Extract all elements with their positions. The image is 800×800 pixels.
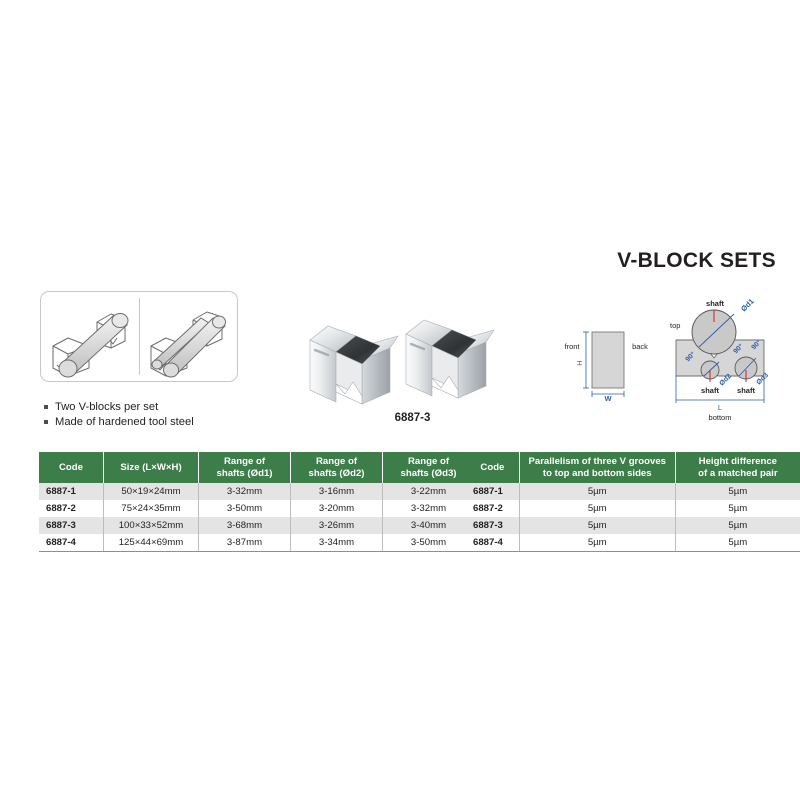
table-row: 6887-1 50×19×24mm 3-32mm 3-16mm 3-22mm [39, 483, 474, 500]
product-photo [309, 319, 495, 405]
list-item: Made of hardened tool steel [44, 415, 194, 430]
shaft-label-left: shaft [701, 386, 719, 395]
table-row: 6887-2 5µm 5µm [466, 500, 800, 517]
specifications-table: Code Size (L×W×H) Range of shafts (Ød1) … [39, 452, 474, 552]
cell-parallelism: 5µm [519, 483, 676, 500]
cell-code: 6887-3 [466, 517, 520, 534]
accuracy-table: Code Parallelism of three V grooves to t… [466, 452, 800, 552]
cell-d2: 3-26mm [290, 517, 383, 534]
cell-d3: 3-50mm [382, 534, 474, 552]
v-block-left [309, 325, 399, 405]
column-header-size: Size (L×W×H) [103, 452, 199, 483]
cell-code: 6887-2 [466, 500, 520, 517]
table-row: 6887-2 75×24×35mm 3-50mm 3-20mm 3-32mm [39, 500, 474, 517]
front-back-diagram: H W front back [564, 331, 648, 403]
table-row: 6887-3 100×33×52mm 3-68mm 3-26mm 3-40mm [39, 517, 474, 534]
column-header-code: Code [466, 452, 520, 483]
cell-d1: 3-68mm [198, 517, 291, 534]
bullet-icon [44, 420, 48, 424]
panel-divider [139, 298, 141, 375]
cell-height-difference: 5µm [728, 520, 748, 531]
diameter-label-d1: Ød1 [739, 297, 756, 314]
height-dimension-label: H [575, 360, 584, 365]
table-row: 6887-3 5µm 5µm [466, 517, 800, 534]
cross-section-diagram: Ød1 Ød2 Ød3 90° 90° 90° shaft top shaft … [670, 297, 770, 422]
table-header-row: Code Size (L×W×H) Range of shafts (Ød1) … [39, 452, 474, 483]
cell-code: 6887-3 [39, 517, 104, 534]
width-dimension-label: W [604, 394, 612, 403]
cell-d3: 3-22mm [410, 486, 447, 497]
cell-code: 6887-1 [466, 483, 520, 500]
column-header-height-difference: Height difference of a matched pair [675, 452, 800, 483]
bullet-icon [44, 405, 48, 409]
cell-d2: 3-20mm [290, 500, 383, 517]
page-title: V-BLOCK SETS [617, 249, 776, 272]
cell-height-difference: 5µm [675, 534, 800, 552]
feature-list: Two V-blocks per set Made of hardened to… [44, 400, 194, 430]
table-row: 6887-4 125×44×69mm 3-87mm 3-34mm 3-50mm [39, 534, 474, 552]
table-row: 6887-4 5µm 5µm [466, 534, 800, 552]
column-header-range-d1: Range of shafts (Ød1) [198, 452, 291, 483]
column-header-parallelism: Parallelism of three V grooves to top an… [519, 452, 676, 483]
cell-d2: 3-16mm [290, 483, 383, 500]
cell-size: 100×33×52mm [103, 517, 199, 534]
product-caption: 6887-3 [394, 412, 431, 424]
cell-code: 6887-4 [39, 534, 104, 552]
feature-text: Two V-blocks per set [55, 401, 159, 413]
cell-size: 75×24×35mm [103, 500, 199, 517]
cell-height-difference: 5µm [728, 503, 748, 514]
front-label: front [564, 342, 580, 351]
cell-code: 6887-1 [39, 483, 104, 500]
cell-code: 6887-2 [39, 500, 104, 517]
usage-illustration-svg [52, 311, 226, 378]
cell-parallelism: 5µm [519, 500, 676, 517]
usage-illustration-panel [40, 291, 238, 382]
cell-d3: 3-32mm [410, 503, 447, 514]
cell-d2: 3-34mm [290, 534, 383, 552]
cell-size: 125×44×69mm [103, 534, 199, 552]
cell-parallelism: 5µm [519, 517, 676, 534]
cell-d1: 3-87mm [198, 534, 291, 552]
column-header-range-d3: Range of shafts (Ød3) [382, 452, 474, 483]
table-header-row: Code Parallelism of three V grooves to t… [466, 452, 800, 483]
table-row: 6887-1 5µm 5µm [466, 483, 800, 500]
cell-d1: 3-32mm [198, 483, 291, 500]
v-block-right [405, 319, 495, 399]
column-header-range-d2: Range of shafts (Ød2) [290, 452, 383, 483]
length-dimension-label: L [718, 403, 722, 412]
shaft-label-top: shaft [706, 299, 724, 308]
feature-text: Made of hardened tool steel [55, 416, 194, 428]
cell-parallelism: 5µm [519, 534, 676, 552]
cell-d3: 3-40mm [410, 520, 447, 531]
cell-code: 6887-4 [466, 534, 520, 552]
back-label: back [632, 342, 648, 351]
shaft-label-right: shaft [737, 386, 755, 395]
top-label: top [670, 321, 680, 330]
cell-size: 50×19×24mm [103, 483, 199, 500]
cell-d1: 3-50mm [198, 500, 291, 517]
list-item: Two V-blocks per set [44, 400, 194, 415]
bottom-label: bottom [709, 413, 732, 422]
column-header-code: Code [39, 452, 104, 483]
cell-height-difference: 5µm [728, 486, 748, 497]
